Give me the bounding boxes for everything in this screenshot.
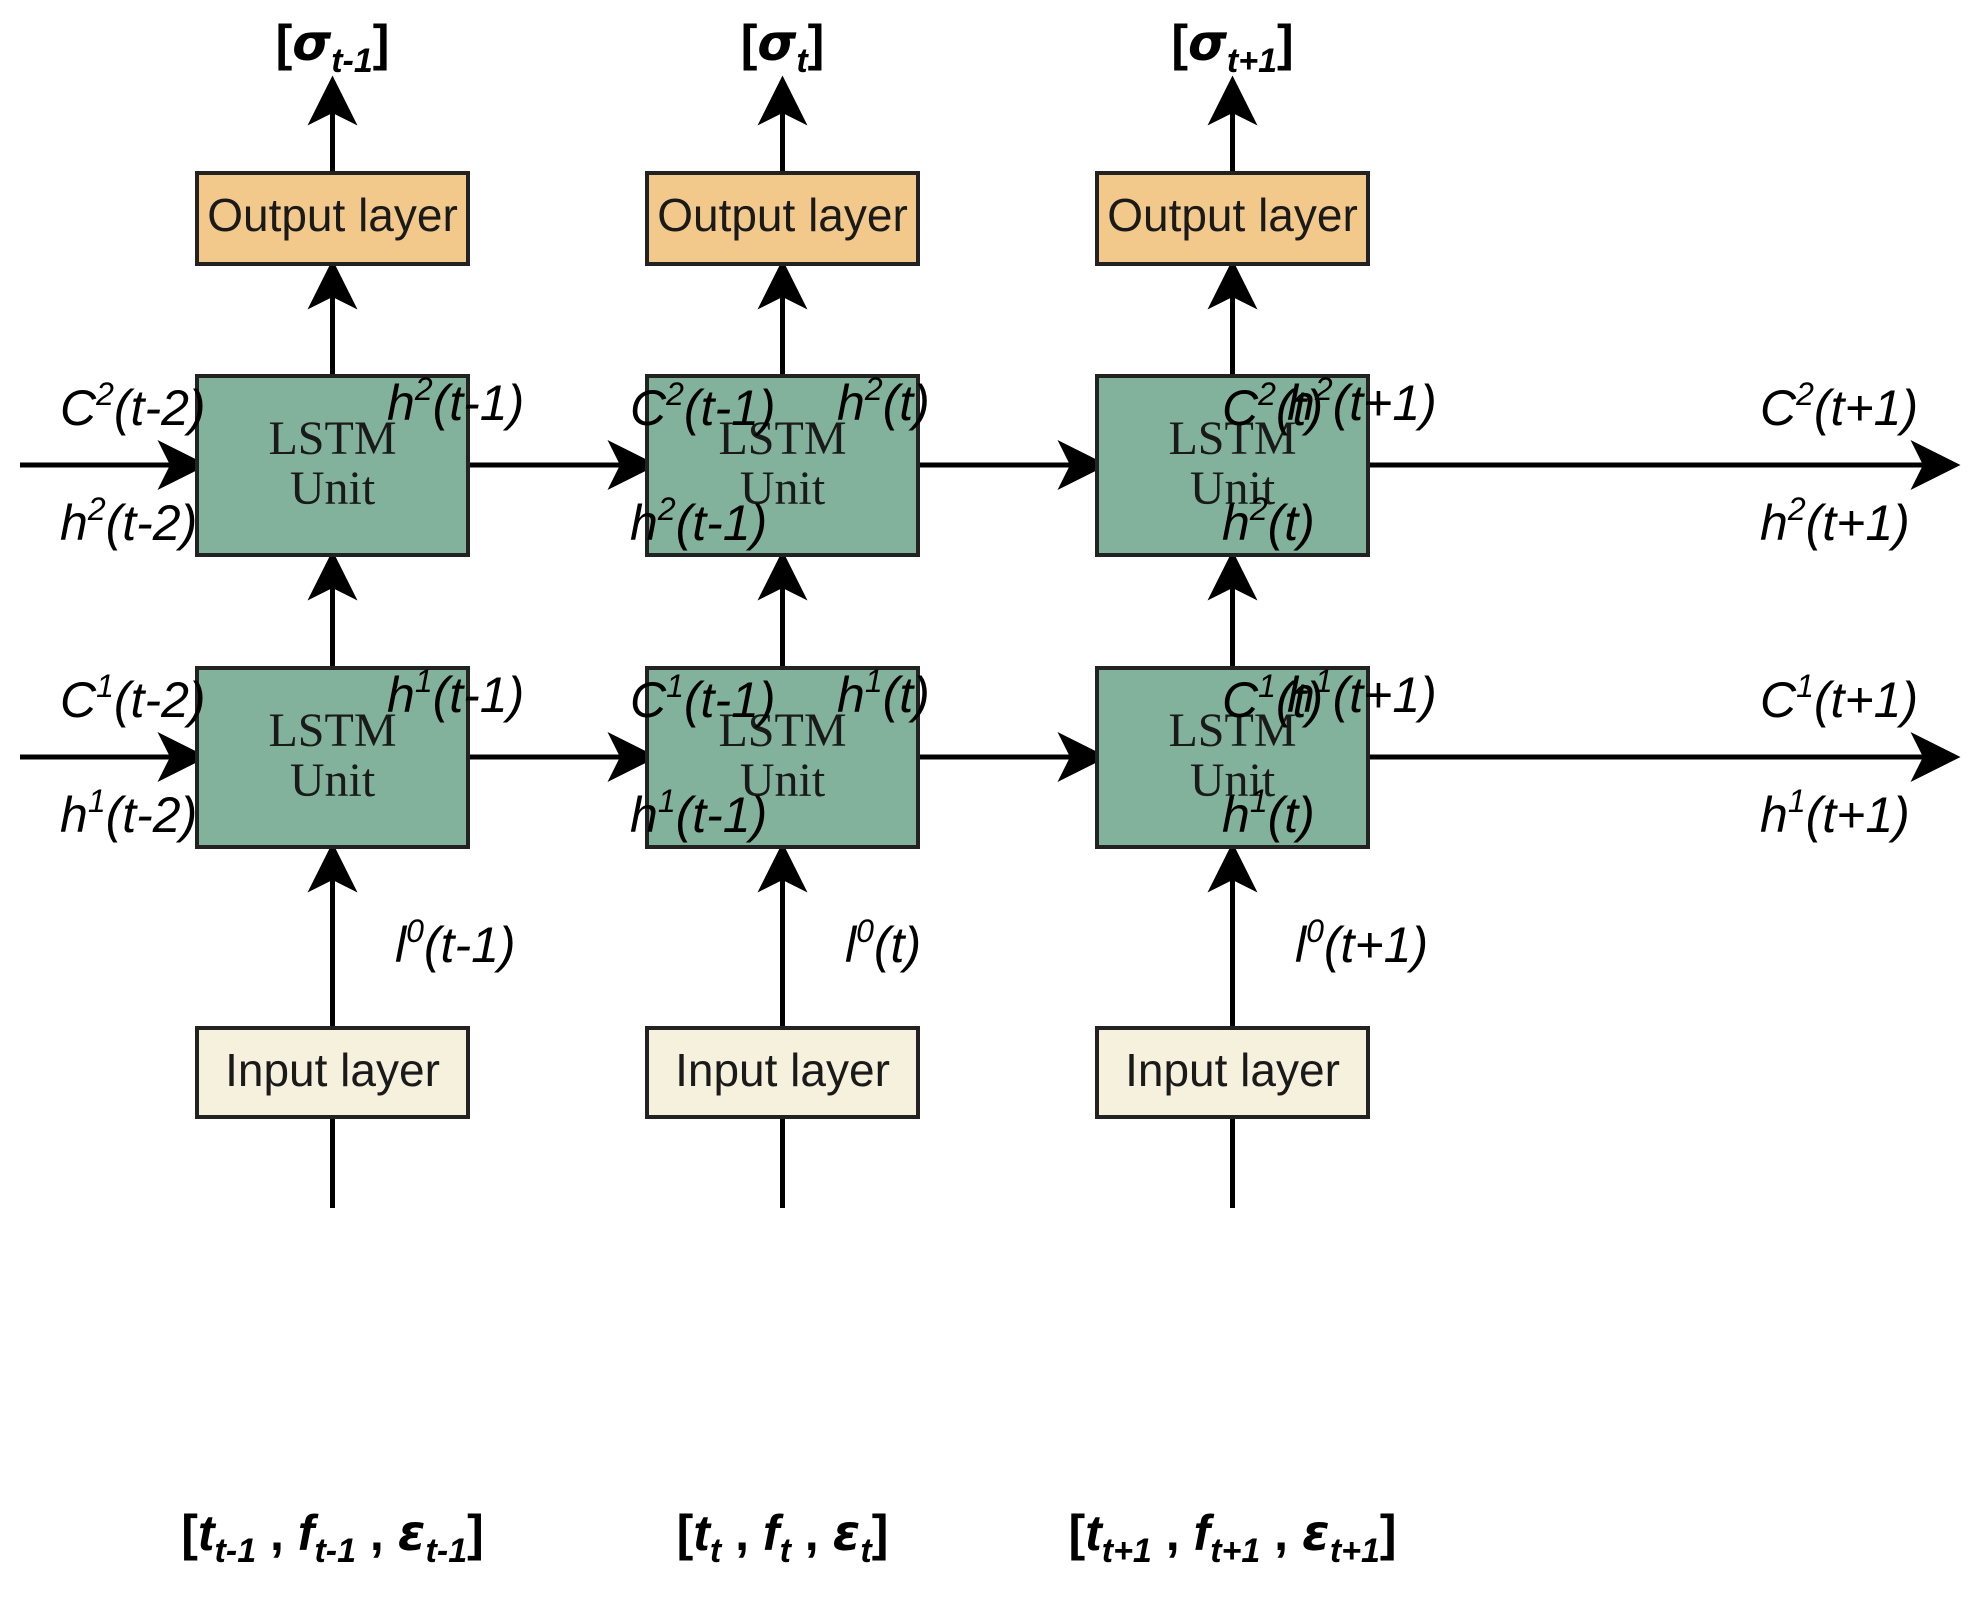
h2-vertical-label-0: h2(t-1) [387,371,524,431]
h1-recurrent-label-1: h1(t-1) [630,783,767,843]
c2-recurrent-label-1: C2(t-1) [630,376,776,436]
lstm-unit-label-line1: LSTM [1168,704,1296,757]
input-vector-label-2: [tt+1 , ft+1 , εt+1] [1068,1504,1396,1570]
output-layer-box-0 [195,171,470,266]
input-vector-label-0: [tt-1 , ft-1 , εt-1] [181,1504,484,1570]
h1-vertical-label-1: h1(t) [837,663,930,723]
input-layer-label: Input layer [225,1044,440,1096]
c1-recurrent-label-2: C1(t) [1222,668,1323,728]
lstm-unit-label-line2: Unit [1190,754,1276,807]
c1-recurrent-label-3: C1(t+1) [1760,668,1918,728]
lstm-unit-layer1-box-2 [1095,666,1370,849]
lstm-unit-layer2-box-0 [195,374,470,557]
input-layer-box-1 [645,1026,920,1119]
h1-recurrent-label-3: h1(t+1) [1760,783,1910,843]
input-vector-label-1: [tt , ft , εt] [677,1504,889,1570]
l0-vertical-label-2: l0(t+1) [1295,913,1428,973]
lstm-unit-label-line1: LSTM [1168,412,1296,465]
lstm-unit-label-line1: LSTM [268,412,396,465]
c2-recurrent-label-3: C2(t+1) [1760,376,1918,436]
c2-recurrent-label-0: C2(t-2) [60,376,206,436]
output-layer-label: Output layer [1107,189,1358,241]
lstm-unit-label-line1: LSTM [718,704,846,757]
h1-vertical-label-0: h1(t-1) [387,663,524,723]
h2-vertical-label-2: h2(t+1) [1287,371,1437,431]
lstm-unit-label-line2: Unit [740,462,826,515]
c2-recurrent-label-2: C2(t) [1222,376,1323,436]
lstm-unit-layer2-box-1 [645,374,920,557]
output-layer-box-1 [645,171,920,266]
lstm-unit-layer1-box-1 [645,666,920,849]
h2-recurrent-label-0: h2(t-2) [60,491,197,551]
input-layer-box-0 [195,1026,470,1119]
output-layer-label: Output layer [207,189,458,241]
h1-vertical-label-2: h1(t+1) [1287,663,1437,723]
c1-recurrent-label-0: C1(t-2) [60,668,206,728]
output-layer-label: Output layer [657,189,908,241]
lstm-unit-label-line1: LSTM [268,704,396,757]
lstm-unit-layer1-box-0 [195,666,470,849]
h2-recurrent-label-1: h2(t-1) [630,491,767,551]
output-sigma-label-1: [σt] [741,14,825,80]
output-layer-box-2 [1095,171,1370,266]
c1-recurrent-label-1: C1(t-1) [630,668,776,728]
lstm-unit-label-line2: Unit [290,754,376,807]
h1-recurrent-label-0: h1(t-2) [60,783,197,843]
output-sigma-label-2: [σt+1] [1171,14,1293,80]
lstm-unit-label-line2: Unit [1190,462,1276,515]
lstm-unit-layer2-box-2 [1095,374,1370,557]
output-sigma-label-0: [σt-1] [276,14,390,80]
h2-vertical-label-1: h2(t) [837,371,930,431]
lstm-unit-label-line1: LSTM [718,412,846,465]
l0-vertical-label-0: l0(t-1) [395,913,516,973]
h1-recurrent-label-2: h1(t) [1222,783,1315,843]
lstm-unit-label-line2: Unit [740,754,826,807]
l0-vertical-label-1: l0(t) [845,913,921,973]
input-layer-label: Input layer [675,1044,890,1096]
input-layer-box-2 [1095,1026,1370,1119]
h2-recurrent-label-3: h2(t+1) [1760,491,1910,551]
input-layer-label: Input layer [1125,1044,1340,1096]
h2-recurrent-label-2: h2(t) [1222,491,1315,551]
lstm-unit-label-line2: Unit [290,462,376,515]
